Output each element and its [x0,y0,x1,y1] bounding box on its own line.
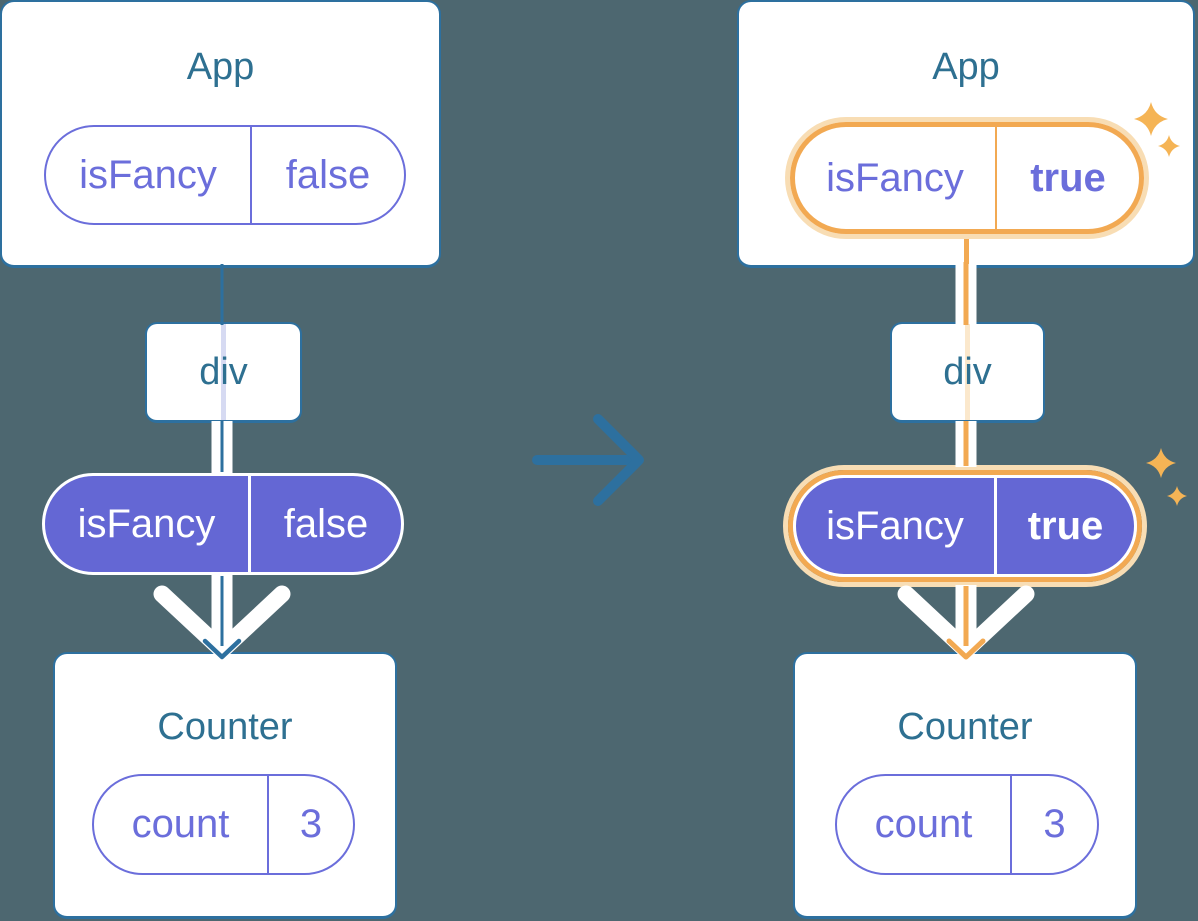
pill-divider [267,776,269,873]
prop-name: isFancy [826,503,964,548]
state-value: 3 [299,802,323,846]
pass-through-line [965,324,970,420]
prop-chevron-icon [153,585,291,659]
prop-value: false [285,152,371,197]
counter-card-after: Counter count 3 [793,652,1137,919]
sparkles-passed-pill [1146,448,1187,506]
prop-name: isFancy [826,155,964,200]
sparkle-icon [1146,448,1176,478]
state-pill-counter-before: count 3 [92,774,355,875]
prop-pill-app-before: isFancy false [44,125,406,225]
pill-divider [994,478,997,574]
prop-line-in-card [963,227,969,270]
div-label: div [199,350,248,393]
pill-divider [995,127,997,229]
prop-value: false [283,501,369,546]
highlight-ring: isFancy true [788,470,1142,582]
prop-value: true [1027,503,1104,548]
arrow-head [593,414,644,506]
div-label: div [943,350,992,393]
transition-arrow-icon [532,414,644,506]
state-name: count [131,802,230,846]
state-value: 3 [1043,802,1066,846]
highlight-ring: isFancy true [790,122,1144,234]
component-title: Counter [157,706,293,748]
prop-value: true [1030,155,1106,200]
prop-pill-passed-after-highlighted: isFancy true [783,465,1147,587]
prop-pill-app-after-highlighted: isFancy true [785,117,1149,239]
sparkle-icon [1167,486,1187,506]
app-card-before: App isFancy false [0,0,441,268]
component-title: App [932,46,1000,88]
pill-divider [1010,776,1012,873]
prop-name: isFancy [79,152,217,197]
pill-divider [250,127,252,223]
state-pill-counter-after: count 3 [835,774,1099,875]
component-title: Counter [897,706,1033,748]
app-card-after: App isFancy true [737,0,1195,270]
prop-pill-passed-before: isFancy false [42,473,404,575]
counter-card-before: Counter count 3 [53,652,397,919]
state-name: count [874,802,973,846]
div-node-after: div [890,322,1045,423]
prop-pill-solid: isFancy true [793,475,1137,577]
pill-divider [248,476,251,572]
prop-chevron-icon [897,585,1035,659]
prop-name: isFancy [77,501,216,546]
pass-through-line [221,324,226,420]
div-node-before: div [145,322,302,423]
component-title: App [186,46,255,88]
